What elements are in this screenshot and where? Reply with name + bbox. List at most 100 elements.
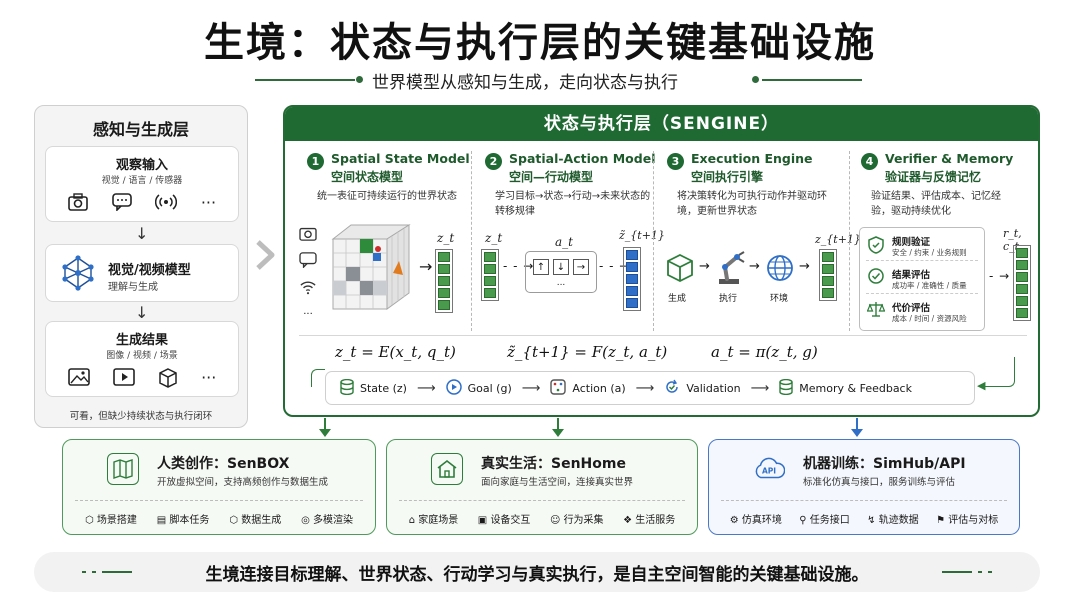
- chat-icon: [111, 193, 132, 216]
- senbox-sub: 开放虚拟空间，支持高频创作与数据生成: [157, 477, 329, 488]
- flow-label: Action (a): [572, 381, 626, 395]
- result-title: 生成结果: [115, 333, 168, 348]
- step-number: 1: [307, 153, 324, 170]
- verify-rule-title: 规则验证: [892, 237, 931, 248]
- arrow-right-icon: →: [419, 257, 433, 276]
- voxel-cube-icon: [325, 221, 417, 319]
- column-spatial-action-model: 2 Spatial-Action Model 空间—行动模型 学习目标→状态→行…: [485, 151, 669, 335]
- model-sub: 理解与生成: [108, 282, 158, 293]
- senhome-item: ☺ 行为采集: [549, 515, 604, 526]
- column-title-en: Verifier & Memory: [885, 151, 1014, 166]
- column-title-en: Execution Engine: [691, 151, 813, 166]
- state-flow-bar: State (z) ⟶ Goal (g) ⟶ Action (a) ⟶ Vali…: [325, 371, 975, 405]
- column-verifier-memory: 4 Verifier & Memory 验证器与反馈记忆 验证结果、评估成本、记…: [861, 151, 1045, 335]
- main-panel-heading: 状态与执行层（SENGINE）: [285, 107, 1038, 141]
- formula-transition: z̃_{t+1} = F(z_t, a_t): [507, 343, 668, 361]
- observe-title: 观察输入: [115, 158, 168, 173]
- camera-icon: [68, 193, 88, 216]
- flow-label: State (z): [360, 381, 407, 395]
- senbox-title: 人类创作：SenBOX: [157, 456, 290, 472]
- arrow-down-icon: [549, 418, 567, 442]
- next-state-label: z_{t+1}: [815, 233, 861, 246]
- shield-check-icon: [868, 236, 884, 258]
- flow-label: Memory & Feedback: [799, 381, 912, 395]
- flow-label: Validation: [686, 381, 741, 395]
- arrow-right-icon: ⟶: [750, 380, 770, 396]
- senhome-title: 真实生活：SenHome: [481, 456, 626, 472]
- exec-label-generate: 生成: [668, 294, 687, 304]
- left-panel-note: 可看，但缺少持续状态与执行闭环: [69, 411, 213, 422]
- verification-box: 规则验证 安全 / 约束 / 业务规则 结果评估 成功率 / 准确性 / 质量 …: [859, 227, 985, 331]
- senhome-sub: 面向家庭与生活空间，连接真实世界: [481, 477, 634, 488]
- arrow-right-icon: →: [699, 259, 710, 274]
- simhub-item: ⚲ 任务接口: [799, 515, 850, 526]
- perception-generation-panel: 感知与生成层 观察输入 视觉 / 语言 / 传感器 ··· ↓: [34, 105, 248, 428]
- column-spatial-state-model: 1 Spatial State Model 空间状态模型 统一表征可持续运行的世…: [307, 151, 491, 335]
- latent-state-stack: [435, 249, 453, 313]
- arrow-down-icon: ↓: [553, 259, 569, 275]
- arrow-right-icon: →: [799, 259, 810, 274]
- dashed-arrow-icon: - →: [989, 269, 1011, 283]
- column-title-en: Spatial State Model: [331, 151, 470, 166]
- flow-item-goal: Goal (g): [445, 378, 512, 398]
- exec-label-environment: 环境: [770, 294, 789, 304]
- state-label-zt: z_t: [485, 231, 503, 245]
- network-icon: [60, 255, 96, 295]
- play-icon: [112, 368, 135, 393]
- arrow-up-icon: ↑: [533, 259, 549, 275]
- predicted-state-label: z̃_{t+1}: [619, 229, 665, 242]
- step-number: 2: [485, 153, 502, 170]
- step-number: 4: [861, 153, 878, 170]
- senbox-logo-icon: [107, 453, 139, 485]
- image-icon: [67, 368, 90, 393]
- predicted-state-stack: [623, 247, 641, 311]
- column-execution-engine: 3 Execution Engine 空间执行引擎 将决策转化为可执行动作并驱动…: [667, 151, 851, 335]
- formula-encode: z_t = E(x_t, q_t): [335, 343, 456, 361]
- state-execution-panel: 状态与执行层（SENGINE） 1 Spatial State Model 空间…: [283, 105, 1040, 417]
- chevron-right-icon: [254, 240, 276, 270]
- cube-icon: [158, 368, 178, 393]
- latent-state-stack: [481, 249, 499, 301]
- left-panel-heading: 感知与生成层: [92, 120, 189, 139]
- formula-policy: a_t = π(z_t, g): [711, 343, 818, 361]
- action-ellipsis: ...: [556, 278, 566, 288]
- senbox-card: 人类创作：SenBOX 开放虚拟空间，支持高频创作与数据生成 ⬡ 场景搭建 ▤ …: [62, 439, 376, 535]
- dice-icon: [550, 378, 567, 398]
- svg-text:API: API: [762, 467, 776, 476]
- chat-icon: [299, 252, 317, 272]
- column-title-zh: 验证器与反馈记忆: [885, 170, 982, 184]
- simhub-sub: 标准化仿真与接口，服务训练与评估: [803, 477, 956, 488]
- senbox-item: ▤ 脚本任务: [156, 515, 210, 526]
- column-desc: 统一表征可持续运行的世界状态: [317, 191, 457, 202]
- verify-rule-sub: 安全 / 约束 / 业务规则: [892, 248, 967, 257]
- reward-cost-label: r_t, c_t: [1003, 227, 1022, 253]
- flow-item-action: Action (a): [550, 378, 626, 398]
- observe-sub: 视觉 / 语言 / 传感器: [101, 176, 183, 186]
- action-box: ↑ ↓ → ...: [525, 251, 597, 293]
- generation-result-card: 生成结果 图像 / 视频 / 场景 ···: [45, 321, 239, 397]
- column-desc: 学习目标→状态→行动→未来状态的转移规律: [495, 191, 651, 217]
- page-title: 生境：状态与执行层的关键基础设施: [204, 20, 876, 66]
- observe-input-card: 观察输入 视觉 / 语言 / 传感器 ···: [45, 146, 239, 222]
- column-desc: 验证结果、评估成本、记忆经验，驱动持续优化: [871, 191, 1001, 217]
- arrow-down-icon: ↓: [135, 303, 149, 322]
- ellipsis-icon: ...: [303, 306, 313, 317]
- exec-label-execute: 执行: [719, 294, 738, 304]
- play-circle-icon: [445, 378, 462, 398]
- verify-result-sub: 成功率 / 准确性 / 质量: [892, 281, 967, 290]
- refresh-check-icon: [664, 379, 680, 398]
- arrow-right-icon: →: [749, 259, 760, 274]
- vision-video-model-card: 视觉/视频模型 理解与生成: [45, 244, 239, 302]
- scale-icon: [866, 301, 886, 321]
- simhub-card: API 机器训练：SimHub/API 标准化仿真与接口，服务训练与评估 ⚙ 仿…: [708, 439, 1020, 535]
- flow-item-state: State (z): [340, 378, 407, 398]
- state-label-zt: z_t: [437, 231, 455, 245]
- next-state-stack: [819, 249, 837, 301]
- arrow-left-icon: ◀: [977, 379, 986, 392]
- wifi-icon: [299, 279, 317, 299]
- senhome-item: ⌂ 家庭场景: [408, 515, 459, 526]
- arrow-right-icon: ⟶: [416, 380, 436, 396]
- ellipsis-icon: ···: [200, 193, 217, 212]
- ellipsis-icon: ···: [201, 368, 217, 387]
- database-icon: [340, 378, 354, 398]
